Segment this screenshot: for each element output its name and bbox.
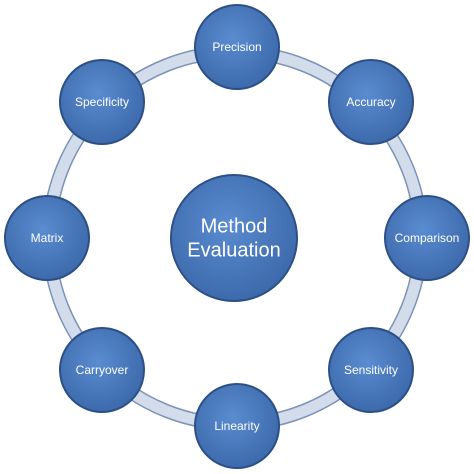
node-label-precision: Precision	[212, 40, 261, 54]
node-label-comparison: Comparison	[395, 231, 460, 245]
node-comparison[interactable]: Comparison	[384, 195, 470, 281]
node-label-specificity: Specificity	[75, 95, 129, 109]
node-precision[interactable]: Precision	[194, 4, 280, 90]
node-label-accuracy: Accuracy	[346, 95, 395, 109]
node-accuracy[interactable]: Accuracy	[328, 59, 414, 145]
center-label-line-1: Method	[201, 215, 268, 237]
node-label-linearity: Linearity	[214, 419, 259, 433]
center-node[interactable]: Method Evaluation	[170, 174, 298, 302]
node-label-matrix: Matrix	[31, 231, 64, 245]
node-linearity[interactable]: Linearity	[194, 383, 280, 469]
node-label-sensitivity: Sensitivity	[344, 363, 398, 377]
center-label-line-2: Evaluation	[187, 239, 280, 261]
node-specificity[interactable]: Specificity	[59, 59, 145, 145]
node-carryover[interactable]: Carryover	[59, 327, 145, 413]
node-sensitivity[interactable]: Sensitivity	[328, 327, 414, 413]
node-matrix[interactable]: Matrix	[4, 195, 90, 281]
node-label-carryover: Carryover	[76, 363, 129, 377]
